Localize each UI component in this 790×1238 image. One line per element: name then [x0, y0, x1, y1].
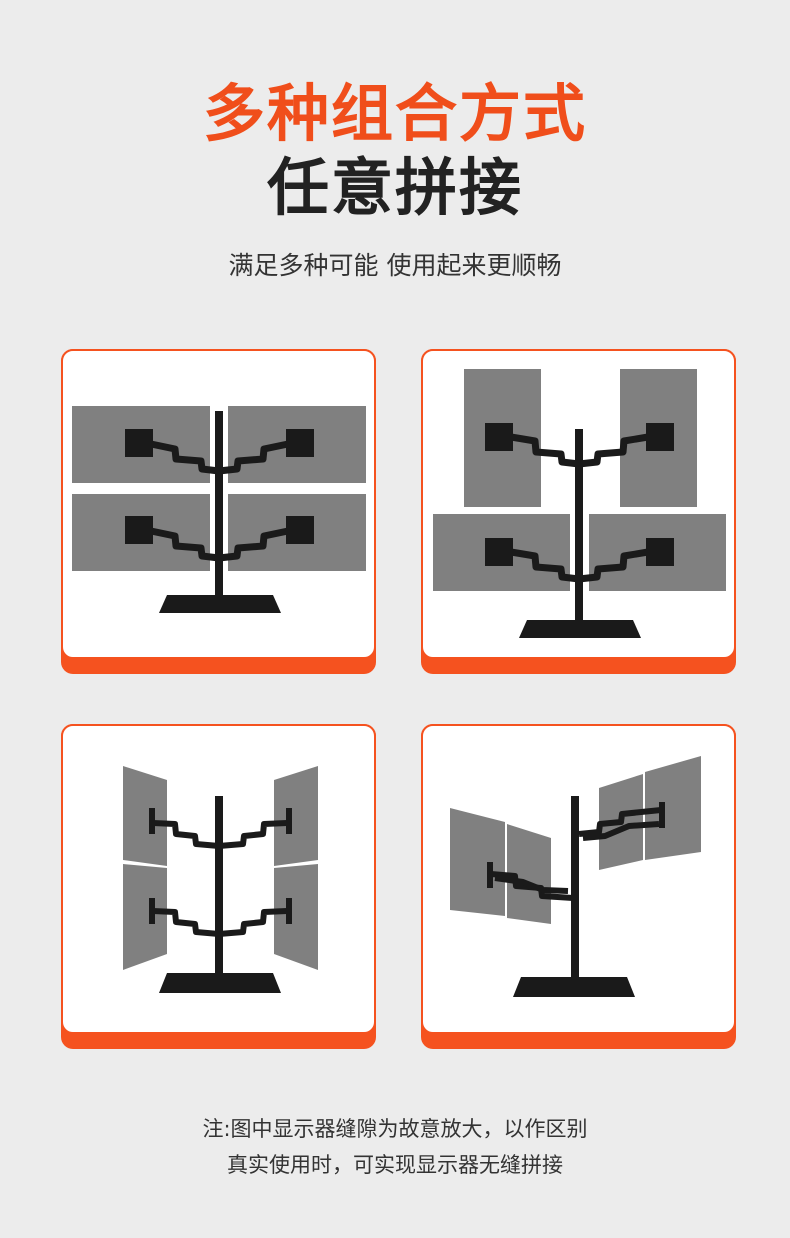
- subtitle: 满足多种可能 使用起来更顺畅: [228, 251, 562, 280]
- monitor-screen: [123, 766, 167, 866]
- stand-pole: [215, 796, 223, 974]
- mount-plate: [125, 429, 153, 457]
- card-angled-wings-layout: [61, 724, 376, 1049]
- mount-plate: [286, 429, 314, 457]
- card-inner: [61, 724, 376, 1034]
- note-line2: 真实使用时，可实现显示器无缝拼接: [227, 1153, 563, 1177]
- mount-arm: [582, 821, 660, 841]
- mount-plate: [646, 538, 674, 566]
- stand-base: [513, 977, 635, 997]
- stand-pole: [571, 796, 579, 978]
- headline-line2: 任意拼接: [266, 151, 523, 224]
- stand-pole: [575, 429, 583, 621]
- mount-plate: [487, 862, 493, 888]
- card-inner: [421, 349, 736, 659]
- card-offset-angled-layout: [421, 724, 736, 1049]
- mount-plate: [659, 802, 665, 828]
- card-inner: [421, 724, 736, 1034]
- monitor-screen: [274, 766, 318, 866]
- monitor-stand-illustration: [433, 369, 726, 638]
- mount-plate: [286, 516, 314, 544]
- headline-line1: 多种组合方式: [202, 77, 587, 150]
- monitor-stand-illustration: [72, 406, 366, 613]
- monitor-stand-illustration: [123, 766, 318, 993]
- mount-plate: [125, 516, 153, 544]
- stand-base: [159, 595, 281, 613]
- monitor-screen: [645, 756, 701, 860]
- stand-pole: [215, 411, 223, 596]
- monitor-stand-illustration: [450, 756, 701, 997]
- mount-plate: [286, 898, 292, 924]
- mount-plate: [485, 538, 513, 566]
- card-inner: [61, 349, 376, 659]
- mount-plate: [485, 423, 513, 451]
- mount-plate: [149, 898, 155, 924]
- mount-arm: [494, 875, 569, 894]
- mount-plate: [286, 808, 292, 834]
- note-line1: 注:图中显示器缝隙为故意放大，以作区别: [202, 1117, 588, 1141]
- mount-arm: [578, 807, 662, 837]
- stand-base: [519, 620, 641, 638]
- card-2x2-grid-layout: [61, 349, 376, 674]
- monitor-screen: [450, 808, 505, 916]
- monitor-screen: [274, 864, 318, 970]
- card-stacked-portrait-landscape-layout: [421, 349, 736, 674]
- mount-plate: [149, 808, 155, 834]
- stand-base: [159, 973, 281, 993]
- monitor-screen: [123, 864, 167, 970]
- mount-plate: [646, 423, 674, 451]
- monitor-screen: [507, 824, 551, 924]
